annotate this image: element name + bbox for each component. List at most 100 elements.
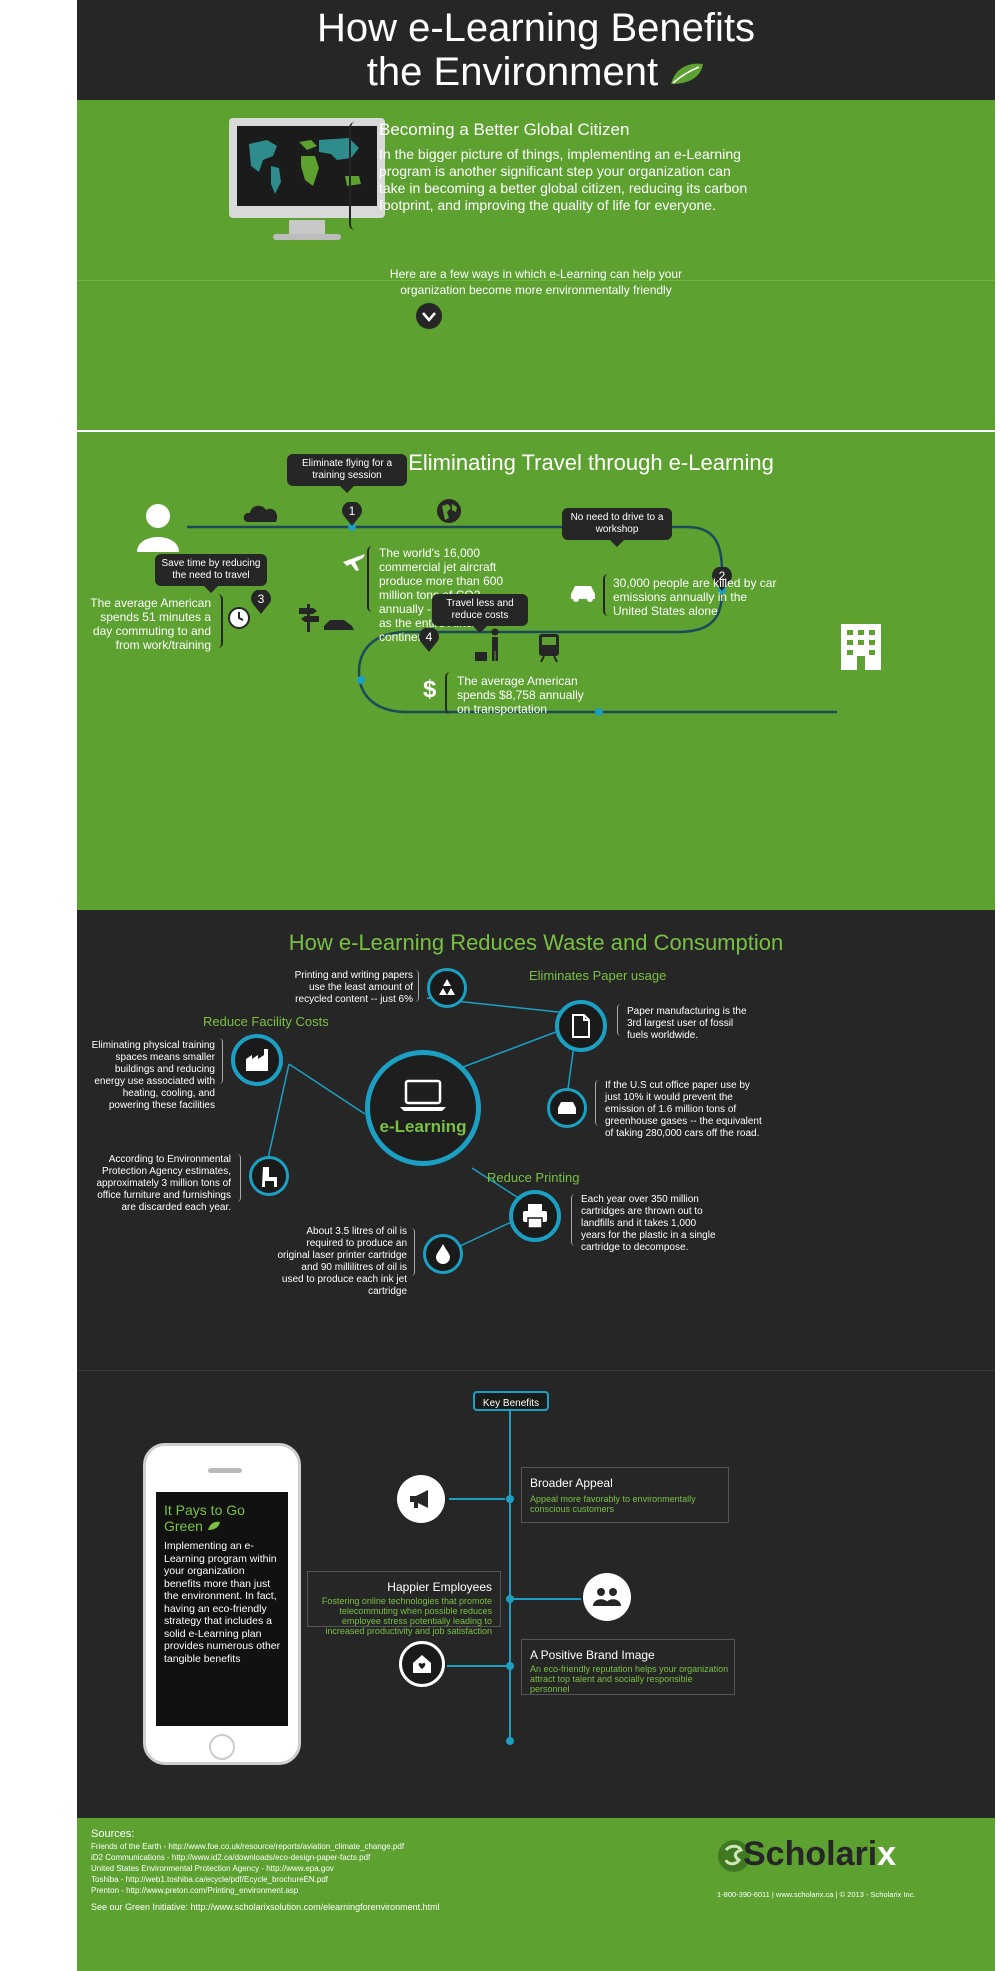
chevron-down-icon[interactable] xyxy=(415,302,443,330)
step3-text: The average American spends 51 minutes a… xyxy=(90,596,211,652)
intro-lead: Here are a few ways in which e-Learning … xyxy=(77,266,995,298)
elearning-hub: e-Learning xyxy=(365,1050,481,1166)
travel-section: Benefits of Eliminating Travel through e… xyxy=(77,432,995,910)
green-initiative-link[interactable]: See our Green Initiative: http://www.sch… xyxy=(91,1902,440,1912)
lead-line-1: Here are a few ways in which e-Learning … xyxy=(389,267,683,281)
logo-mark-icon xyxy=(718,1840,750,1872)
page-title: How e-Learning Benefits the Environment xyxy=(77,6,995,94)
contact-line: 1-800-390-6011 | www.scholarix.ca | © 20… xyxy=(717,1890,916,1899)
step2-bubble: No need to drive to a workshop xyxy=(562,508,672,540)
waste-section: How e-Learning Reduces Waste and Consump… xyxy=(77,910,995,1370)
recycle-node xyxy=(427,968,467,1008)
title-line-2-wrap: the Environment xyxy=(367,50,705,94)
car-text: If the U.S cut office paper use by just … xyxy=(605,1080,762,1139)
step3-number: 3 xyxy=(257,592,265,606)
step2-brace xyxy=(603,574,613,616)
source-2[interactable]: United States Environmental Protection A… xyxy=(91,1864,334,1873)
b1-connector xyxy=(449,1498,505,1500)
chair-text: According to Environmental Protection Ag… xyxy=(96,1154,231,1213)
leaf-small-icon xyxy=(207,1521,220,1530)
step1-bubble: Eliminate flying for a training session xyxy=(287,454,407,486)
paper-label: Eliminates Paper usage xyxy=(529,968,667,983)
intro-body: In the bigger picture of things, impleme… xyxy=(379,146,748,213)
car-node xyxy=(547,1088,587,1128)
step1-pin: 1 xyxy=(342,501,362,526)
phone-body: Implementing an e-Learning program withi… xyxy=(164,1540,281,1665)
b1-title: Broader Appeal xyxy=(530,1476,613,1490)
megaphone-icon xyxy=(410,1490,428,1508)
car-brace xyxy=(595,1080,603,1126)
intro-brace xyxy=(349,122,363,230)
phone-home-button[interactable] xyxy=(209,1734,235,1760)
recycle-icon xyxy=(439,979,455,995)
car-silhouette-icon xyxy=(324,620,354,630)
key-benefits-badge: Key Benefits xyxy=(473,1391,549,1411)
title-line-1: How e-Learning Benefits xyxy=(316,6,756,50)
b3-box: A Positive Brand Image An eco-friendly r… xyxy=(521,1639,735,1695)
waste-title: How e-Learning Reduces Waste and Consump… xyxy=(288,930,784,955)
person-icon xyxy=(137,504,179,552)
print-text: Each year over 350 million cartridges ar… xyxy=(581,1194,716,1253)
chair-node xyxy=(249,1156,289,1196)
people-node xyxy=(583,1573,631,1621)
b3-connector xyxy=(447,1665,507,1667)
intro-divider xyxy=(77,280,995,281)
brand-node xyxy=(399,1641,445,1687)
phone-screen: It Pays to Go Green Implementing an e-Le… xyxy=(156,1492,288,1726)
step2-pin: 2 xyxy=(712,566,732,591)
b2-title: Happier Employees xyxy=(387,1580,492,1594)
oil-text: About 3.5 litres of oil is required to p… xyxy=(277,1226,407,1297)
factory-icon xyxy=(246,1049,268,1071)
source-0[interactable]: Friends of the Earth - http://www.foe.co… xyxy=(91,1842,405,1851)
b1-dot xyxy=(506,1495,514,1503)
oil-brace xyxy=(407,1228,415,1276)
source-1[interactable]: iD2 Communications - http://www.id2.ca/d… xyxy=(91,1853,371,1862)
step3-bubble: Save time by reducing the need to travel xyxy=(155,554,267,586)
chair-brace xyxy=(233,1154,241,1202)
step2-text: 30,000 people are killed by car emission… xyxy=(613,576,777,618)
oil-node xyxy=(423,1234,463,1274)
paper-node xyxy=(555,1000,607,1052)
footer: Sources: Friends of the Earth - http://w… xyxy=(77,1818,995,1971)
paper-text: Paper manufacturing is the 3rd largest u… xyxy=(627,1006,747,1041)
infographic: How e-Learning Benefits the Environment xyxy=(77,0,995,1971)
chair-icon xyxy=(262,1167,277,1187)
document-icon xyxy=(572,1014,590,1038)
b2-text: Fostering online technologies that promo… xyxy=(321,1596,492,1636)
traveller-icon xyxy=(475,628,499,661)
train-icon xyxy=(539,634,559,662)
logo-text: Scholarix xyxy=(743,1834,896,1874)
cloud-icon xyxy=(243,505,278,522)
globe-icon xyxy=(437,499,461,523)
clock-icon xyxy=(228,607,250,629)
airplane-icon xyxy=(343,554,365,571)
print-brace xyxy=(571,1194,579,1246)
source-3[interactable]: Toshiba - http://web1.toshiba.ca/ecycle/… xyxy=(91,1875,329,1884)
scholarix-logo: Scholarix xyxy=(717,1832,896,1878)
dollar-icon: $ xyxy=(423,676,437,703)
phone-title: It Pays to Go Green xyxy=(164,1502,284,1534)
step4-text: The average American spends $8,758 annua… xyxy=(457,674,584,716)
recycle-text: Printing and writing papers use the leas… xyxy=(294,970,413,1005)
signpost-icon xyxy=(299,604,319,632)
step1-brace xyxy=(367,546,377,612)
facility-text: Eliminating physical training spaces mea… xyxy=(91,1040,215,1111)
intro-heading: Becoming a Better Global Citizen xyxy=(379,120,630,139)
title-line-2: the Environment xyxy=(366,50,659,94)
b2-box: Happier Employees Fostering online techn… xyxy=(307,1571,501,1636)
printer-icon xyxy=(523,1204,547,1228)
source-4[interactable]: Prenton - http://www.preton.com/Printing… xyxy=(91,1886,299,1895)
recycle-brace xyxy=(411,970,419,1002)
phone-title-text: It Pays to Go Green xyxy=(164,1502,245,1534)
paper-brace xyxy=(617,1004,625,1036)
home-heart-icon xyxy=(413,1655,431,1673)
car-icon xyxy=(571,586,595,602)
car-front-icon xyxy=(558,1102,576,1114)
step4-pin: 4 xyxy=(419,627,439,652)
step3-brace xyxy=(213,594,223,648)
leaf-icon xyxy=(671,64,704,85)
intro-section: Becoming a Better Global Citizen In the … xyxy=(77,100,995,430)
office-building-icon xyxy=(841,624,881,670)
key-benefits-label: Key Benefits xyxy=(482,1398,540,1409)
lead-line-2: organization become more environmentally… xyxy=(400,283,672,297)
